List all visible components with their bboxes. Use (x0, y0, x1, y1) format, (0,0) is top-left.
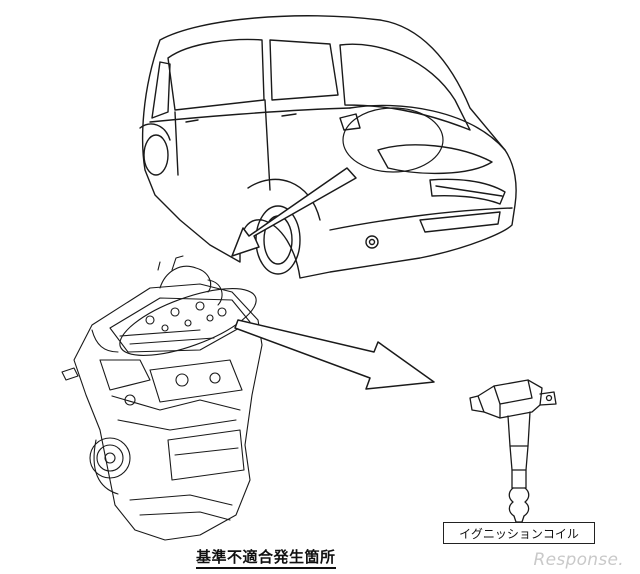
ignition-coil-label: イグニッションコイル (443, 522, 595, 544)
ignition-coil-drawing (469, 379, 557, 523)
response-watermark: Response. (533, 550, 624, 570)
arrow-engine-to-coil (234, 319, 435, 390)
car-drawing (139, 15, 517, 279)
defect-location-caption: 基準不適合発生箇所 (196, 548, 336, 569)
engine-drawing (61, 255, 263, 541)
arrow-car-to-engine (231, 167, 357, 257)
